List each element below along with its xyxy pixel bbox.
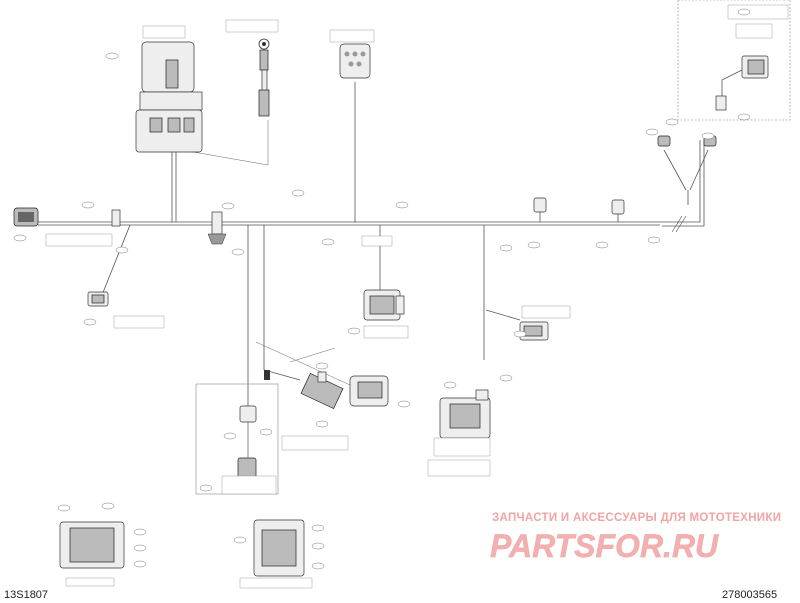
main-harness-trunk: [38, 140, 705, 233]
engine-control-module: [439, 389, 491, 439]
document-ref-left: 13S1807: [4, 589, 49, 601]
watermark-logo-text: PARTSFOR.RU: [490, 528, 719, 564]
diagnostic-port: [13, 207, 121, 227]
throttle-sensor-option: [195, 370, 279, 495]
harness-option-connector: [300, 371, 389, 410]
connector-220: [207, 211, 227, 245]
starter-solenoid: [87, 291, 109, 307]
document-ref-right: 278003565: [722, 589, 778, 601]
rear-module-box: [677, 0, 791, 121]
inline-connectors: [533, 135, 717, 215]
component-labels: [45, 4, 789, 589]
watermark-logo: PARTSFOR.RU: [490, 528, 719, 564]
battery-cable-component: [258, 38, 270, 117]
connector-views-bottom: [59, 519, 305, 577]
fuse-box-component: [135, 41, 203, 153]
stator-connector: [519, 321, 549, 341]
voltage-regulator: [363, 289, 405, 321]
fuel-pump-connector: [339, 43, 371, 79]
watermark-caption: ЗАПЧАСТИ И АКСЕССУАРЫ ДЛЯ МОТОТЕХНИКИ: [492, 512, 782, 524]
callout-bubbles: [13, 8, 751, 570]
